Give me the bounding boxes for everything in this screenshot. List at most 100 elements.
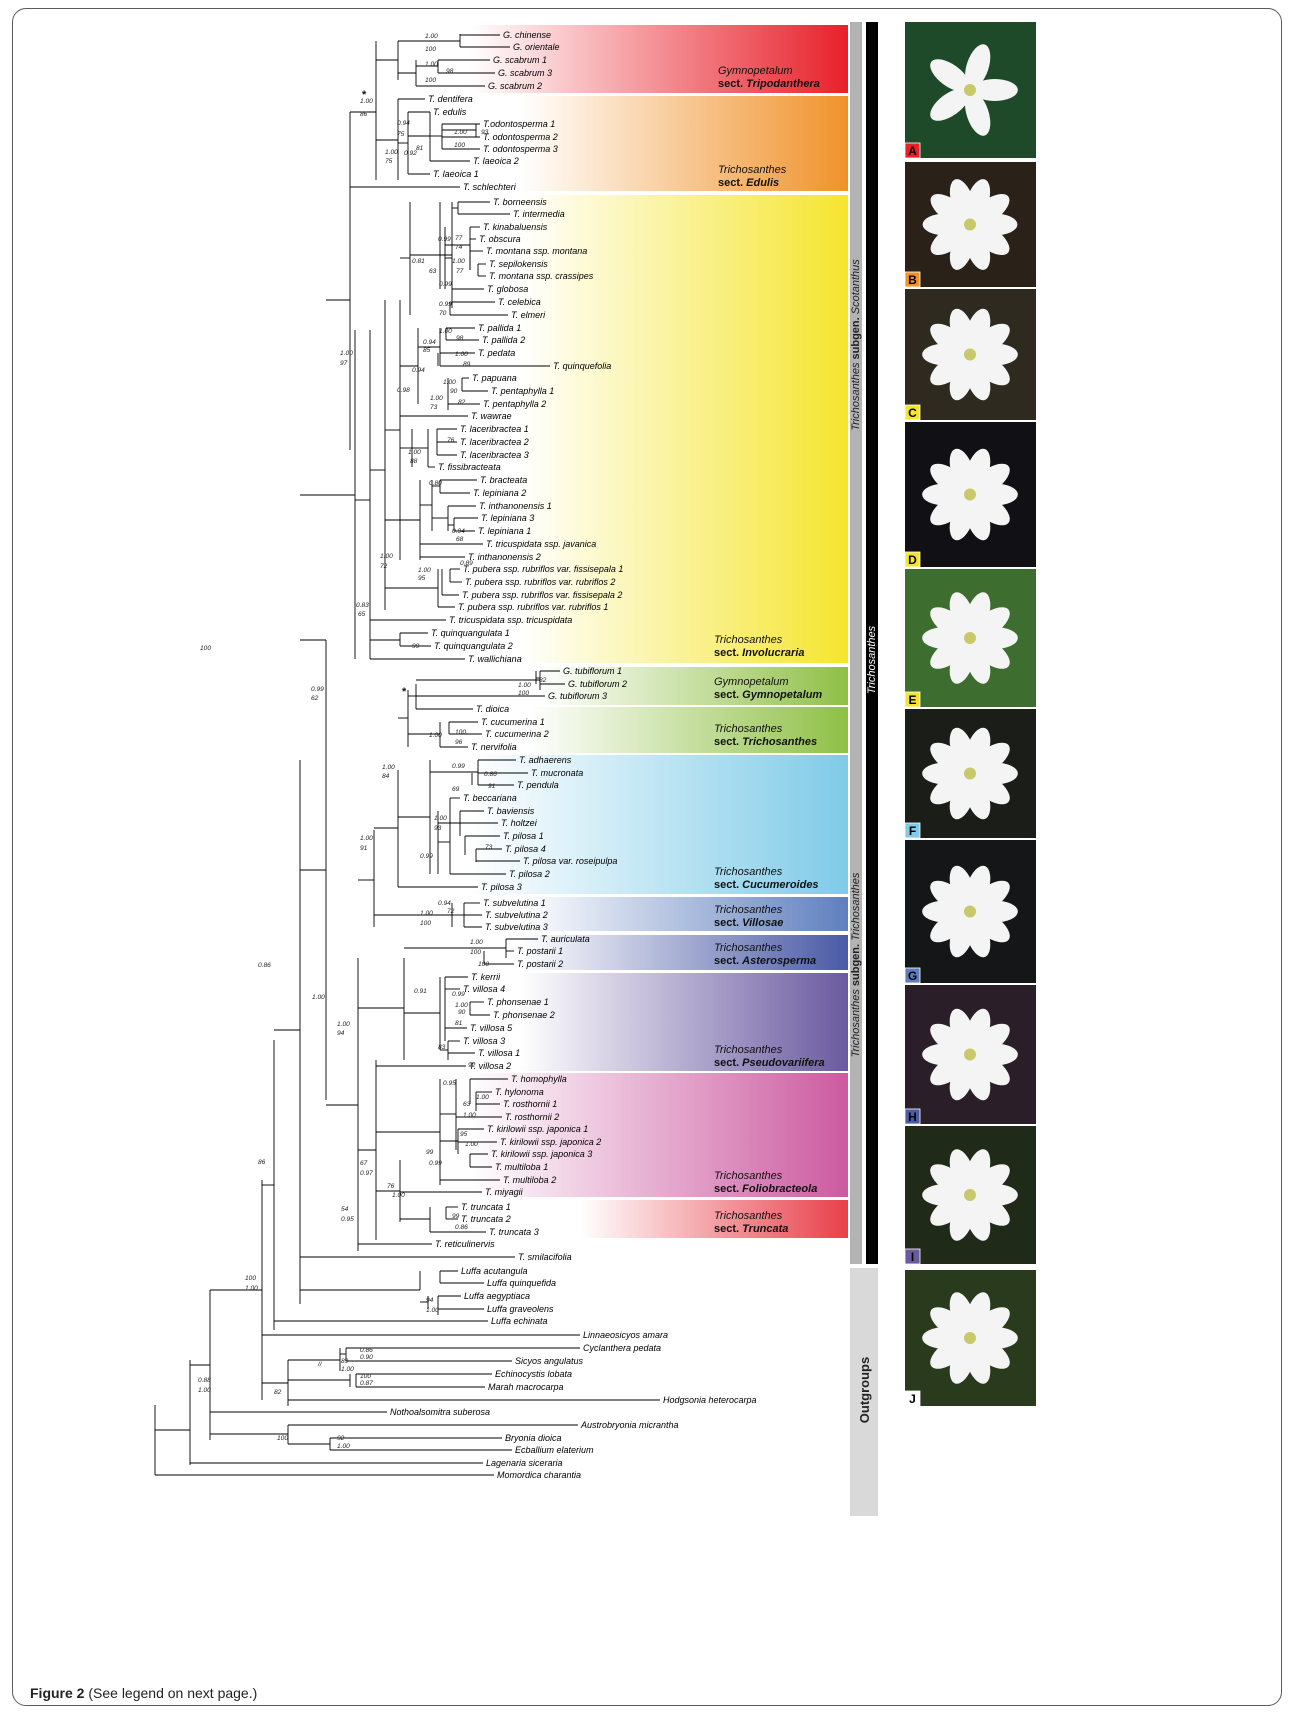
flower-photo-b (905, 162, 1036, 287)
taxon-label: T. celebica (498, 297, 541, 307)
taxon-label: T. nervifolia (471, 742, 517, 752)
support-value: 81 (416, 145, 424, 152)
support-value: 0.94 (438, 900, 451, 907)
section-band-villosae (520, 897, 848, 931)
taxon-label: T. pentaphylla 1 (491, 386, 554, 396)
taxon-label: T. pallida 1 (478, 323, 521, 333)
taxon-label: T. tricuspidata ssp. javanica (486, 539, 596, 549)
support-value: 0.99 (439, 281, 452, 288)
taxon-label: T. rosthornii 1 (503, 1099, 557, 1109)
flower-photo-e (905, 569, 1036, 707)
photo-letter-text: B (908, 273, 917, 287)
support-value: 95 (460, 1131, 468, 1138)
support-value: 76 (387, 1183, 395, 1190)
taxon-label: T. elmeri (511, 310, 546, 320)
support-value: 1.00 (385, 149, 398, 156)
taxon-label: Luffa graveolens (487, 1304, 554, 1314)
taxon-label: T. pilosa var. roseipulpa (523, 856, 617, 866)
support-value: 1.00 (430, 395, 443, 402)
support-value: 1.00 (341, 1366, 354, 1373)
taxon-label: T. bracteata (480, 475, 527, 485)
taxon-label: T. laeoica 1 (433, 169, 479, 179)
taxon-label: T. wallichiana (468, 654, 522, 664)
taxon-label: T. cucumerina 1 (481, 717, 545, 727)
support-value: 74 (455, 244, 463, 251)
support-value: 76 (447, 437, 455, 444)
taxon-label: T. wawrae (471, 411, 512, 421)
outgroups-label: Outgroups (857, 1357, 872, 1423)
section-genus-label: Trichosanthes (714, 1210, 783, 1222)
support-value: 91 (360, 845, 368, 852)
taxon-label: T. laeoica 2 (473, 156, 519, 166)
genus-bar (866, 22, 878, 1264)
support-value: 63 (463, 1101, 471, 1108)
support-value: 1.00 (434, 815, 447, 822)
support-value: 92 (468, 1062, 476, 1069)
taxon-label: Bryonia dioica (505, 1433, 562, 1443)
section-genus-label: Gymnopetalum (718, 65, 793, 77)
taxon-label: T. inthanonensis 1 (479, 501, 552, 511)
support-value: 90 (450, 388, 458, 395)
section-genus-label: Trichosanthes (714, 723, 783, 735)
section-genus-label: Trichosanthes (714, 1170, 783, 1182)
support-value: 0.86 (258, 962, 271, 969)
taxon-label: T. obscura (479, 234, 521, 244)
section-band-involucraria (520, 195, 848, 663)
taxon-label: T. edulis (433, 107, 467, 117)
taxon-label: T. villosa 2 (469, 1061, 511, 1071)
support-value: 86 (258, 1159, 266, 1166)
taxon-label: T. auriculata (541, 934, 590, 944)
support-value: 62 (311, 695, 319, 702)
taxon-label: G. scabrum 1 (493, 55, 547, 65)
support-value: 1.00 (439, 328, 452, 335)
taxon-label: T. odontosperma 2 (483, 132, 558, 142)
taxon-label: T. borneensis (493, 197, 547, 207)
support-value: 1.00 (337, 1443, 350, 1450)
taxon-label: T. pilosa 2 (509, 869, 550, 879)
flower-photo-a (905, 22, 1036, 158)
support-value: 1.00 (463, 1112, 476, 1119)
photo-letter-text: E (908, 693, 916, 707)
figure-caption: Figure 2 (See legend on next page.) (30, 1685, 257, 1701)
support-value: 0.86 (455, 1224, 468, 1231)
support-value: 0.89 (460, 560, 473, 567)
photo-letter-text: C (908, 406, 917, 420)
support-value: 72 (380, 563, 388, 570)
support-value: 1.00 (360, 835, 373, 842)
taxon-label: G. scabrum 3 (498, 68, 552, 78)
taxon-label: T. pubera ssp. rubriflos var. fissisepal… (463, 564, 623, 574)
section-band-truncata (580, 1200, 848, 1238)
flower-photo-f (905, 709, 1036, 838)
section-name-label: sect. Involucraria (714, 647, 805, 659)
taxon-label: T. laceribractea 3 (460, 450, 529, 460)
section-name-label: sect. Cucumeroides (714, 879, 819, 891)
taxon-label: T. truncata 2 (461, 1214, 511, 1224)
taxon-label: T. pedata (478, 348, 515, 358)
support-value: 100 (420, 920, 431, 927)
support-value: 1.00 (420, 910, 433, 917)
support-value: 100 (425, 77, 436, 84)
subgen-trichosanthes-bar (850, 667, 862, 1264)
taxon-label: T. kirilowii ssp. japonica 2 (500, 1137, 601, 1147)
section-genus-label: Trichosanthes (714, 942, 783, 954)
taxon-label: T. mucronata (531, 768, 583, 778)
support-value: 98 (446, 68, 454, 75)
support-value: 91 (488, 783, 496, 790)
taxon-label: T. pentaphylla 2 (483, 399, 546, 409)
taxon-label: T. truncata 1 (461, 1202, 511, 1212)
section-name-label: sect. Truncata (714, 1223, 788, 1235)
photo-letter-text: D (908, 553, 917, 567)
support-value: 67 (360, 1160, 368, 1167)
section-genus-label: Trichosanthes (718, 164, 787, 176)
section-genus-label: Trichosanthes (714, 1044, 783, 1056)
support-value: 72 (447, 908, 455, 915)
taxon-label: Luffa aegyptiaca (464, 1291, 530, 1301)
support-value: 0.80 (429, 480, 442, 487)
support-value: 99 (426, 1149, 434, 1156)
support-value: 0.99 (439, 301, 452, 308)
taxon-label: T. beccariana (463, 793, 517, 803)
taxon-label: T. sepilokensis (489, 259, 548, 269)
taxon-label: Luffa quinquefida (487, 1278, 556, 1288)
support-value: 93 (481, 129, 489, 136)
